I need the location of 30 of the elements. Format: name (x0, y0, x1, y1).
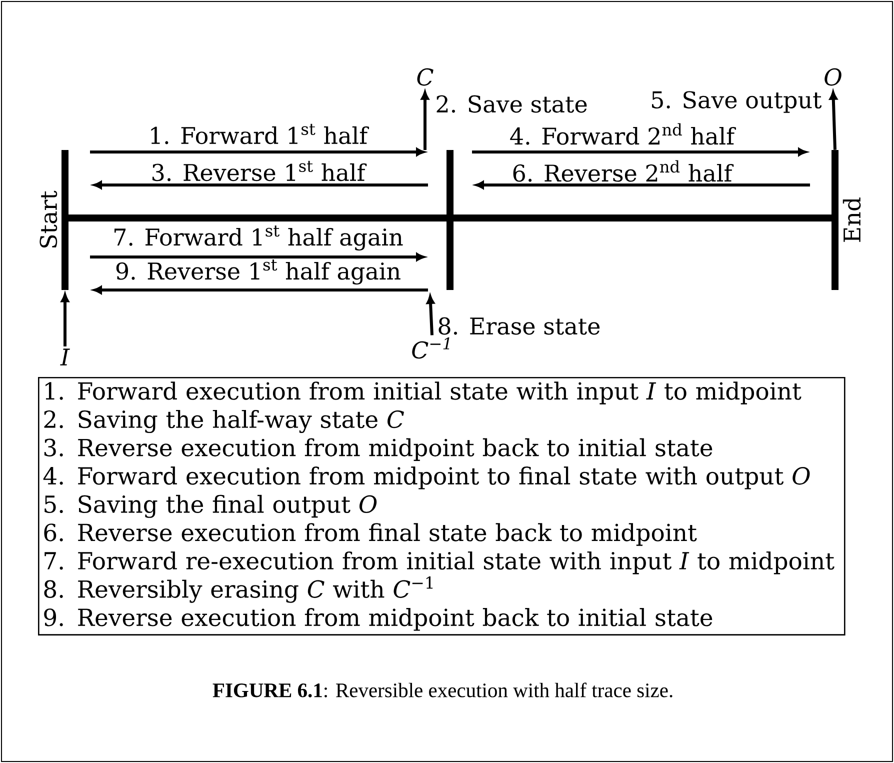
node-label: End (842, 198, 861, 242)
edge-label: 1. Forward 1$^{st}$ half (151, 124, 369, 144)
arrow (90, 253, 425, 261)
arrow (93, 286, 428, 294)
arrow (829, 91, 838, 150)
arrow (475, 181, 810, 189)
arrow (93, 181, 428, 189)
arrow (426, 295, 434, 336)
edge-label: 2. Save state (436, 95, 587, 113)
node-label: Start (40, 190, 58, 248)
variable-label: O (824, 68, 842, 86)
timeline-bar: End (832, 150, 861, 290)
variable-label: C$^{−1}$ (412, 337, 450, 359)
arrow (472, 148, 807, 156)
edge-label: 7. Forward 1$^{st}$ half again (114, 225, 403, 251)
arrow (61, 293, 69, 346)
edge-label: 4. Forward 2$^{nd}$ half (510, 123, 736, 145)
variable-label: C (417, 68, 434, 86)
edge-label: 9. Reverse 1$^{st}$ half again (116, 259, 400, 285)
figure-caption: FIGURE 6.1: Reversible execution with half trace size. (212, 682, 672, 698)
edge-label: 3. Reverse 1$^{st}$ half (152, 160, 367, 182)
timeline-bar (446, 150, 454, 290)
step-list-box: 1. Forward execution from initial state with input I to midpoint 2. Saving the half-way state C 3. Reverse execution from midpoint back to initial state 4. Forward execution from midpoint to final state with output O 5. Saving the final output O 6. Reverse execution from final state back to midpoint 7. Forward re-execution from initial state with input I to midpoint 8. Reversibly erasing C with C$^{−1}$ 9. Reverse execution from midpoint back to initial state (38, 377, 846, 636)
variable-label: I (60, 348, 70, 366)
arrow (90, 148, 425, 156)
edge-label: 8. Erase state (438, 317, 600, 335)
arrow (421, 91, 429, 150)
timeline-bar: Start (40, 150, 68, 290)
edge-label: 5. Save output (652, 91, 822, 113)
edge-label: 6. Reverse 2$^{nd}$ half (513, 160, 734, 182)
